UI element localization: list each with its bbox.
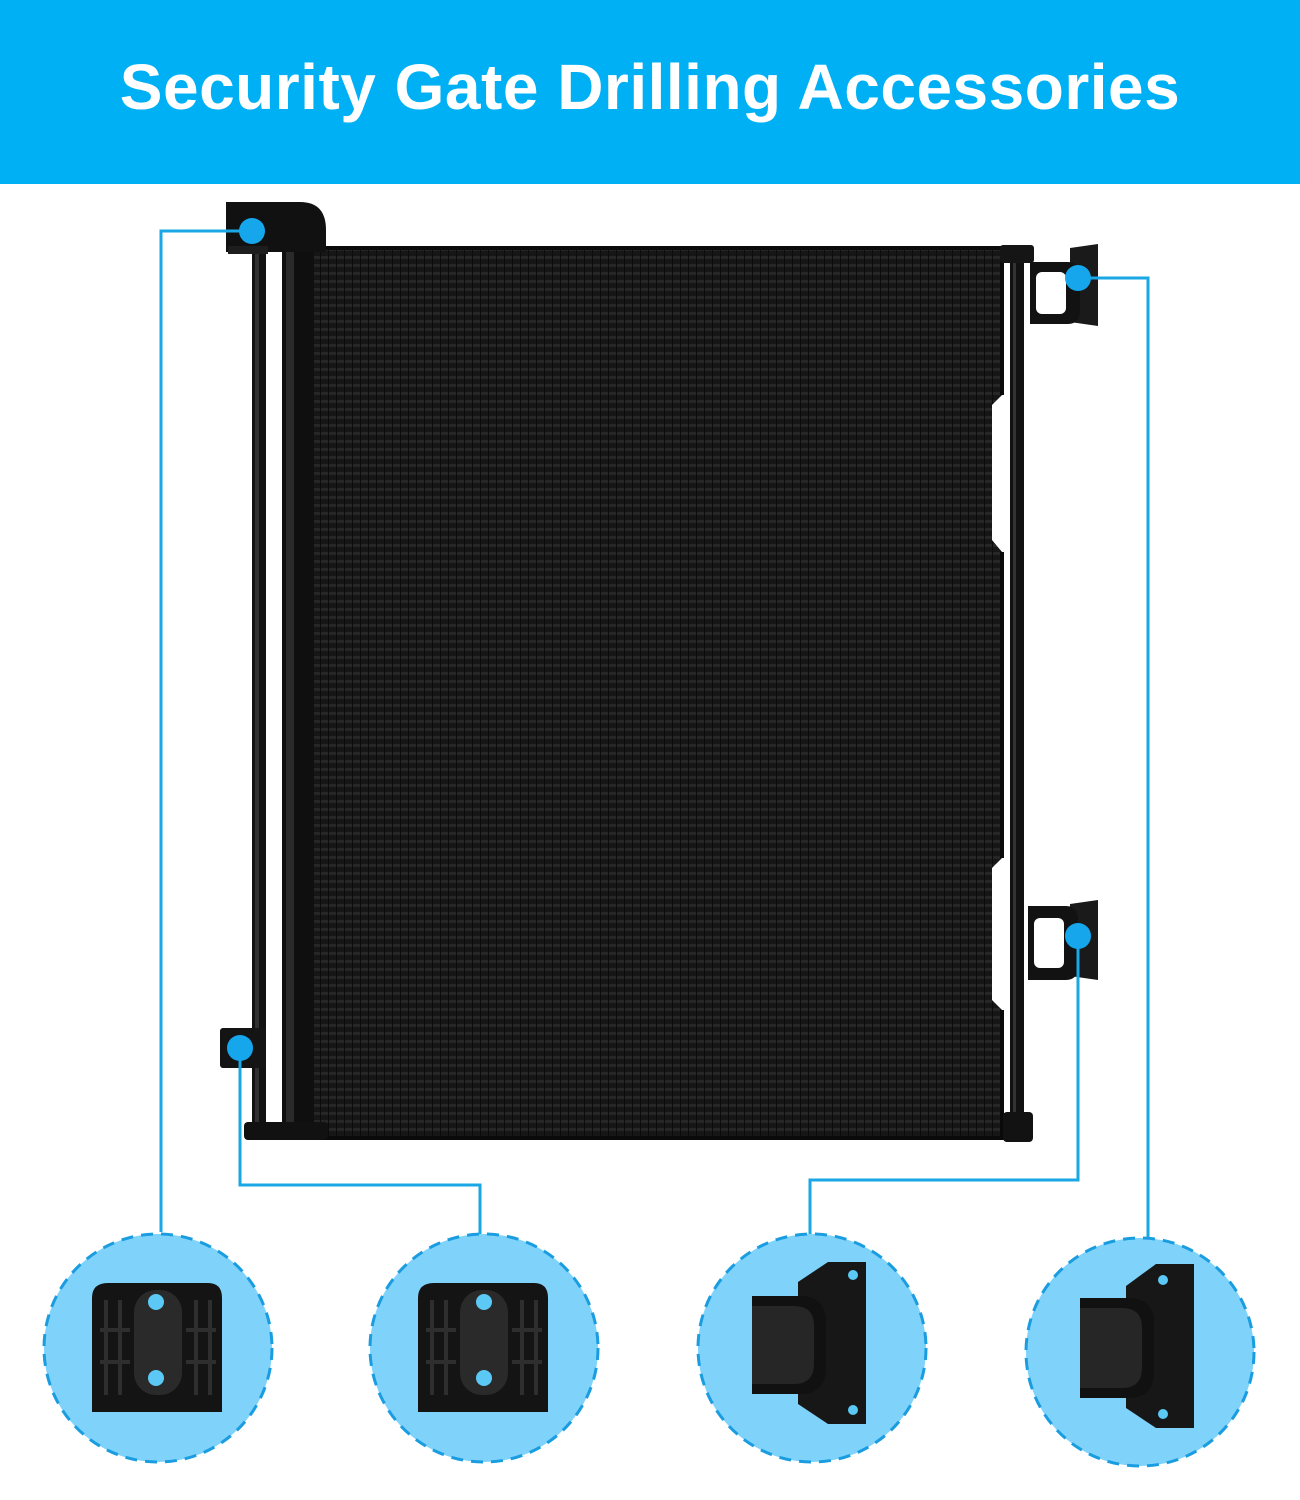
callout-lines bbox=[159, 229, 1150, 1238]
header-banner: Security Gate Drilling Accessories bbox=[0, 0, 1300, 184]
accessory-circle-3 bbox=[696, 1232, 928, 1464]
gate-right-post bbox=[1000, 245, 1034, 1142]
accessory-circle-2 bbox=[368, 1232, 600, 1464]
hook-bracket-icon bbox=[752, 1262, 866, 1424]
page-title: Security Gate Drilling Accessories bbox=[119, 51, 1181, 123]
mounting-plate-icon bbox=[92, 1283, 222, 1412]
gate-mesh bbox=[312, 248, 1002, 1138]
accessory-circle-4 bbox=[1024, 1236, 1256, 1468]
handle-cutout-bottom bbox=[992, 858, 1010, 1010]
gate-cassette bbox=[220, 202, 328, 1140]
handle-cutout-top bbox=[992, 395, 1010, 552]
marker-dots bbox=[227, 218, 1091, 1061]
accessory-circle-1 bbox=[42, 1232, 274, 1464]
hook-bracket-icon bbox=[1080, 1264, 1194, 1428]
mounting-plate-icon bbox=[418, 1283, 548, 1412]
